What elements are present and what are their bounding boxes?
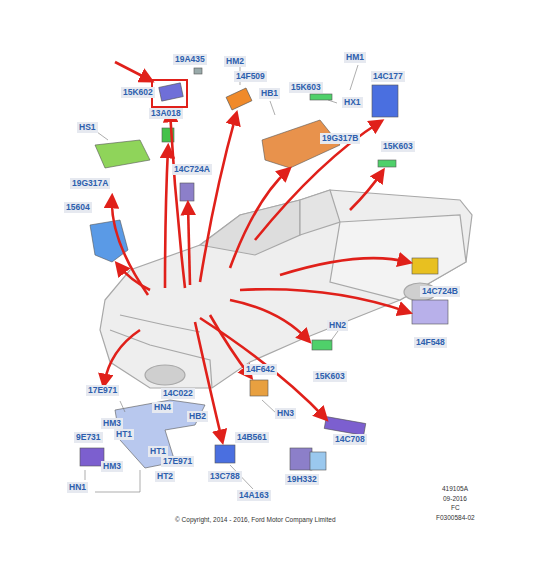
- part-number: 13C788: [208, 471, 242, 482]
- drawing-stamp: FC: [451, 504, 460, 511]
- part-number: HM2: [224, 56, 246, 67]
- drawing-stamp: 09-2016: [443, 495, 467, 502]
- part-number: 13A018: [149, 108, 183, 119]
- part-number: 17E971: [161, 456, 194, 467]
- part-number: HS1: [77, 122, 98, 133]
- part-number: HM1: [344, 52, 366, 63]
- part-number: HN3: [275, 408, 296, 419]
- part-number: 15K602: [121, 87, 155, 98]
- part-number: 14C724B: [420, 286, 460, 297]
- part-number: 19G317B: [320, 133, 360, 144]
- fastener-leaders: [85, 65, 358, 492]
- part-number: 14F642: [244, 364, 277, 375]
- part-number: 15K603: [313, 371, 347, 382]
- part-number: 14B561: [235, 432, 269, 443]
- part-number: 15604: [64, 202, 92, 213]
- part-number: HN2: [327, 320, 348, 331]
- part-number: 14F548: [414, 337, 447, 348]
- part-number: 14C022: [161, 388, 195, 399]
- part-number: HT1: [114, 429, 134, 440]
- location-arrows: [104, 62, 408, 440]
- part-number: 9E731: [74, 432, 103, 443]
- part-number: HM3: [101, 461, 123, 472]
- part-number: HB1: [259, 88, 280, 99]
- part-number: HX1: [342, 97, 363, 108]
- part-number: 14C177: [371, 71, 405, 82]
- part-number: HT2: [155, 471, 175, 482]
- part-number: 19G317A: [70, 178, 110, 189]
- drawing-stamp: 419105A: [442, 485, 468, 492]
- drawing-stamp: F0300584-02: [436, 514, 475, 521]
- part-number: 14C708: [333, 434, 367, 445]
- part-number: HN1: [67, 482, 88, 493]
- part-number: 17E971: [86, 385, 119, 396]
- highlight-box: [152, 80, 187, 107]
- part-number: 19A435: [173, 54, 207, 65]
- part-number: HM3: [101, 418, 123, 429]
- part-number: 14A163: [237, 490, 271, 501]
- part-number: 15K603: [381, 141, 415, 152]
- part-number: 19H332: [285, 474, 319, 485]
- part-number: HN4: [152, 402, 173, 413]
- truck-outline: [100, 190, 472, 388]
- copyright-note: © Copyright, 2014 - 2016, Ford Motor Com…: [175, 516, 336, 523]
- part-number: 14C724A: [172, 164, 212, 175]
- component-parts: [80, 68, 448, 470]
- part-number: 15K603: [289, 82, 323, 93]
- part-number: HB2: [187, 411, 208, 422]
- part-number: 14F509: [234, 71, 267, 82]
